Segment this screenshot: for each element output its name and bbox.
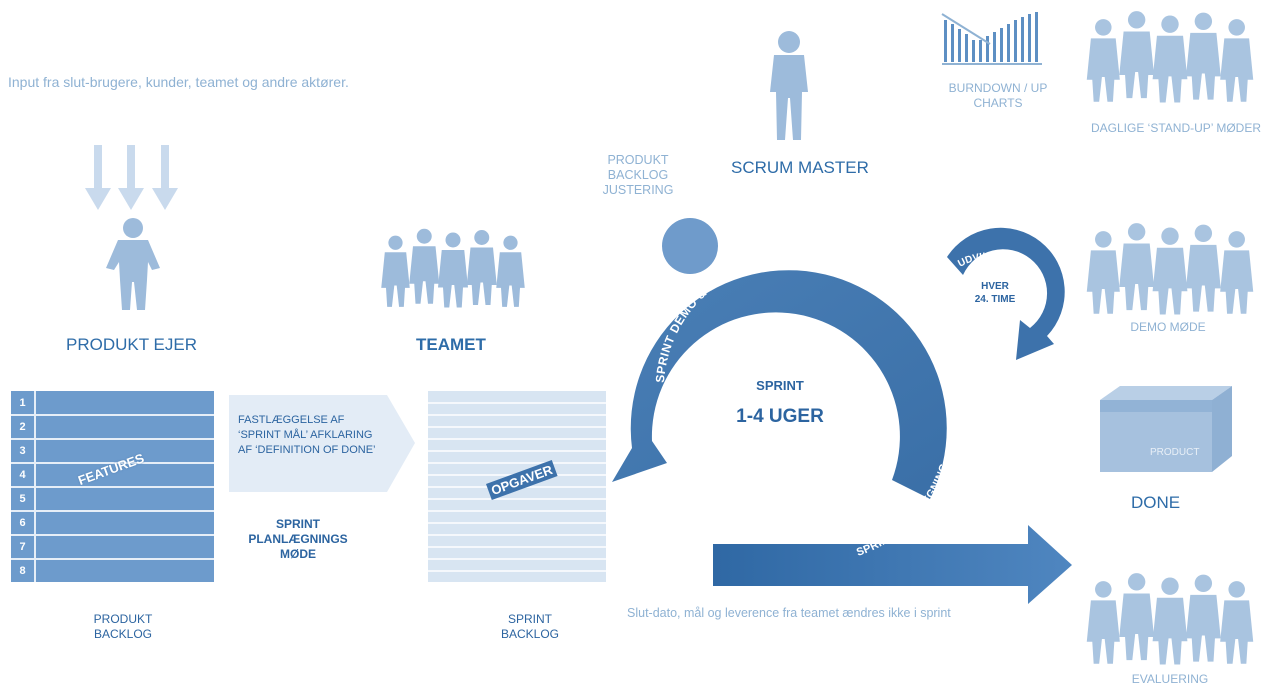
- input-text: Input fra slut-brugere, kunder, teamet o…: [8, 74, 349, 90]
- planning-arrow-text: FASTLÆGGELSE AF ‘SPRINT MÅL’ AFKLARING A…: [238, 414, 376, 456]
- backlog-row-numbers: 1 2 3 4 5 6 7 8: [11, 391, 34, 583]
- cycle-start-dot: [662, 218, 718, 274]
- backlog-row-number: 5: [19, 493, 26, 505]
- backlog-row-number: 2: [19, 421, 26, 433]
- sprint-backlog-caption: SPRINT BACKLOG: [500, 612, 560, 641]
- sprint-label: SPRINT: [756, 378, 804, 393]
- backlog-refinement-label: PRODUKT BACKLOG JUSTERING: [602, 153, 674, 197]
- product-backlog-caption: PRODUKT BACKLOG: [93, 612, 153, 641]
- product-backlog-table: [11, 391, 214, 582]
- daily-loop-arrow: [947, 227, 1065, 360]
- burndown-label: BURNDOWN / UP CHARTS: [948, 81, 1048, 110]
- backlog-row-number: 8: [19, 565, 26, 577]
- scrum-master-title: SCRUM MASTER: [731, 158, 869, 177]
- product-box-label: PRODUCT: [1150, 447, 1200, 458]
- evaluation-label: EVALUERING: [1131, 672, 1209, 686]
- standup-label: DAGLIGE ‘STAND-UP’ MØDER: [1090, 121, 1261, 135]
- backlog-row-number: 3: [19, 445, 26, 457]
- demo-group-icon: [1087, 223, 1253, 314]
- planning-arrow: [229, 395, 415, 492]
- burndown-chart-icon: [941, 12, 1042, 65]
- backlog-row-number: 4: [19, 469, 26, 481]
- demo-meeting-label: DEMO MØDE: [1130, 320, 1206, 334]
- backlog-row-number: 1: [19, 397, 26, 409]
- hver-label: HVER: [981, 281, 1009, 292]
- every-24h-label: HVER 24. TIME: [970, 280, 1020, 306]
- hour-label: 24. TIME: [974, 294, 1016, 305]
- backlog-row-number: 7: [19, 541, 26, 553]
- product-owner-title: PRODUKT EJER: [66, 335, 197, 354]
- product-owner-figure: [106, 218, 160, 310]
- done-label: DONE: [1131, 493, 1181, 512]
- team-figures: [381, 229, 525, 308]
- input-arrows: [85, 145, 178, 210]
- output-arrow: [713, 525, 1072, 604]
- planning-meeting-caption: SPRINT PLANLÆGNINGS MØDE: [248, 517, 348, 561]
- sprint-duration: 1-4 UGER: [736, 406, 824, 427]
- scrum-master-figure: [770, 31, 808, 140]
- backlog-row-number: 6: [19, 517, 26, 529]
- product-box-icon: [1100, 386, 1232, 472]
- sprint-cycle-ring: [612, 270, 947, 499]
- standup-group-icon: [1087, 11, 1253, 102]
- team-title: TEAMET: [416, 335, 486, 354]
- evaluation-group-icon: [1087, 573, 1253, 664]
- sprint-rule-note: Slut-dato, mål og leverence fra teamet æ…: [627, 606, 951, 620]
